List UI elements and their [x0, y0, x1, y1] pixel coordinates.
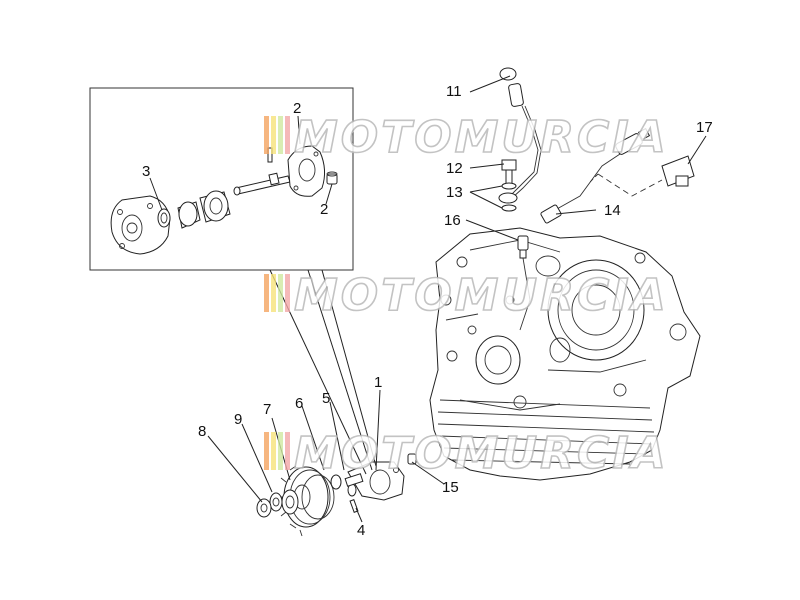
callout-8: 8 [198, 423, 206, 440]
sealing-washers-part [498, 182, 518, 212]
svg-text:MOTOMURCIA: MOTOMURCIA [294, 428, 669, 479]
washer-part [269, 492, 283, 512]
detail-inset-frame [89, 87, 354, 271]
callout-1: 1 [374, 374, 382, 391]
callout-15: 15 [442, 479, 459, 496]
seal-ring-part [157, 208, 171, 228]
sensor-cable-part [540, 127, 651, 224]
oil-pump-assembly-part [344, 461, 405, 501]
spacer-ring-part [330, 474, 357, 497]
callout-3: 3 [142, 163, 150, 180]
svg-text:MOTOMURCIA: MOTOMURCIA [294, 112, 669, 163]
callout-6: 6 [295, 395, 303, 412]
dowel-15-part [407, 453, 417, 465]
pump-body-part [287, 145, 326, 197]
callout-2-bottom: 2 [320, 201, 328, 218]
callout-17: 17 [696, 119, 713, 136]
svg-text:MOTOMURCIA: MOTOMURCIA [294, 270, 669, 321]
callout-7: 7 [263, 401, 271, 418]
watermark-middle: MOTOMURCIA [264, 269, 669, 322]
gear-hub-part [281, 489, 299, 515]
temperature-sensor-part [517, 235, 529, 259]
crankcase-part [429, 227, 701, 481]
rotor-set-part [177, 190, 231, 229]
callout-11: 11 [446, 83, 462, 100]
dowel-pin-part [267, 147, 273, 163]
callout-4: 4 [357, 522, 365, 539]
callout-12: 12 [446, 160, 463, 177]
pump-cover-part [110, 195, 171, 255]
watermark-bottom: MOTOMURCIA [264, 427, 669, 480]
watermark-top: MOTOMURCIA [264, 111, 669, 164]
dowel-bushing-part [326, 171, 338, 185]
sensor-connector-part [589, 155, 695, 197]
callout-2-top: 2 [293, 100, 301, 117]
callout-5: 5 [322, 390, 330, 407]
oil-pipe-part [499, 67, 542, 199]
callout-9: 9 [234, 411, 242, 428]
callout-14: 14 [604, 202, 621, 219]
callout-13: 13 [446, 184, 463, 201]
callout-16: 16 [444, 212, 461, 229]
banjo-bolt-part [501, 159, 517, 185]
pump-shaft-part [233, 172, 291, 196]
nut-part [256, 498, 272, 518]
